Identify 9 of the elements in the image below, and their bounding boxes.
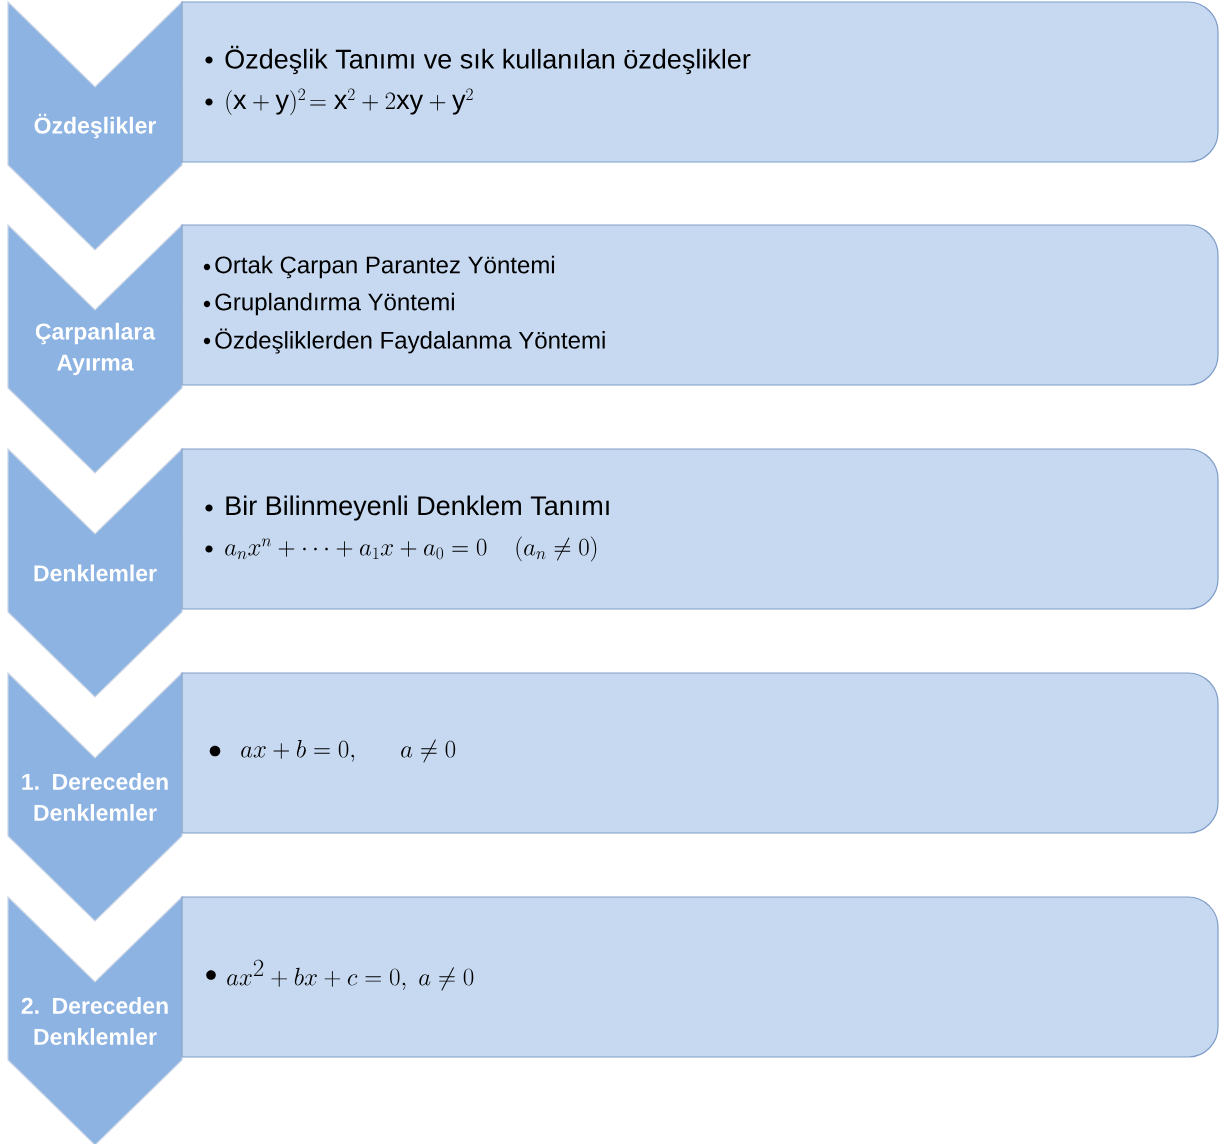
- bullet-formula: $ax^{2}+bx+c=0,\; a\neq 0$: [206, 959, 474, 991]
- bullet-formula: $ax+b=0,\quad a\neq 0$: [209, 739, 456, 763]
- bullet-item: Özdeşlik Tanımı ve sık kullanılan özdeşlikler: [205, 45, 751, 75]
- bullet-item: Özdeşliklerden Faydalanma Yöntemi: [203, 328, 605, 354]
- bullet-item: Bir Bilinmeyenli Denklem Tanımı: [205, 495, 609, 521]
- bullet-formula: $(\mathrm{x}+\mathrm{y})^{2}\!=\mathrm{x}^{2}+2\mathrm{xy}+\mathrm{y}^{2}$: [205, 88, 473, 116]
- bullet-item: Gruplandırma Yöntemi: [203, 292, 454, 316]
- bullet-item: Ortak Çarpan Parantez Yöntemi: [203, 255, 555, 279]
- bullet-formula: $a_{n}x^{n}+\cdots+a_{1}x+a_{0}=0\quad(a_{n}\neq 0)$: [205, 536, 597, 562]
